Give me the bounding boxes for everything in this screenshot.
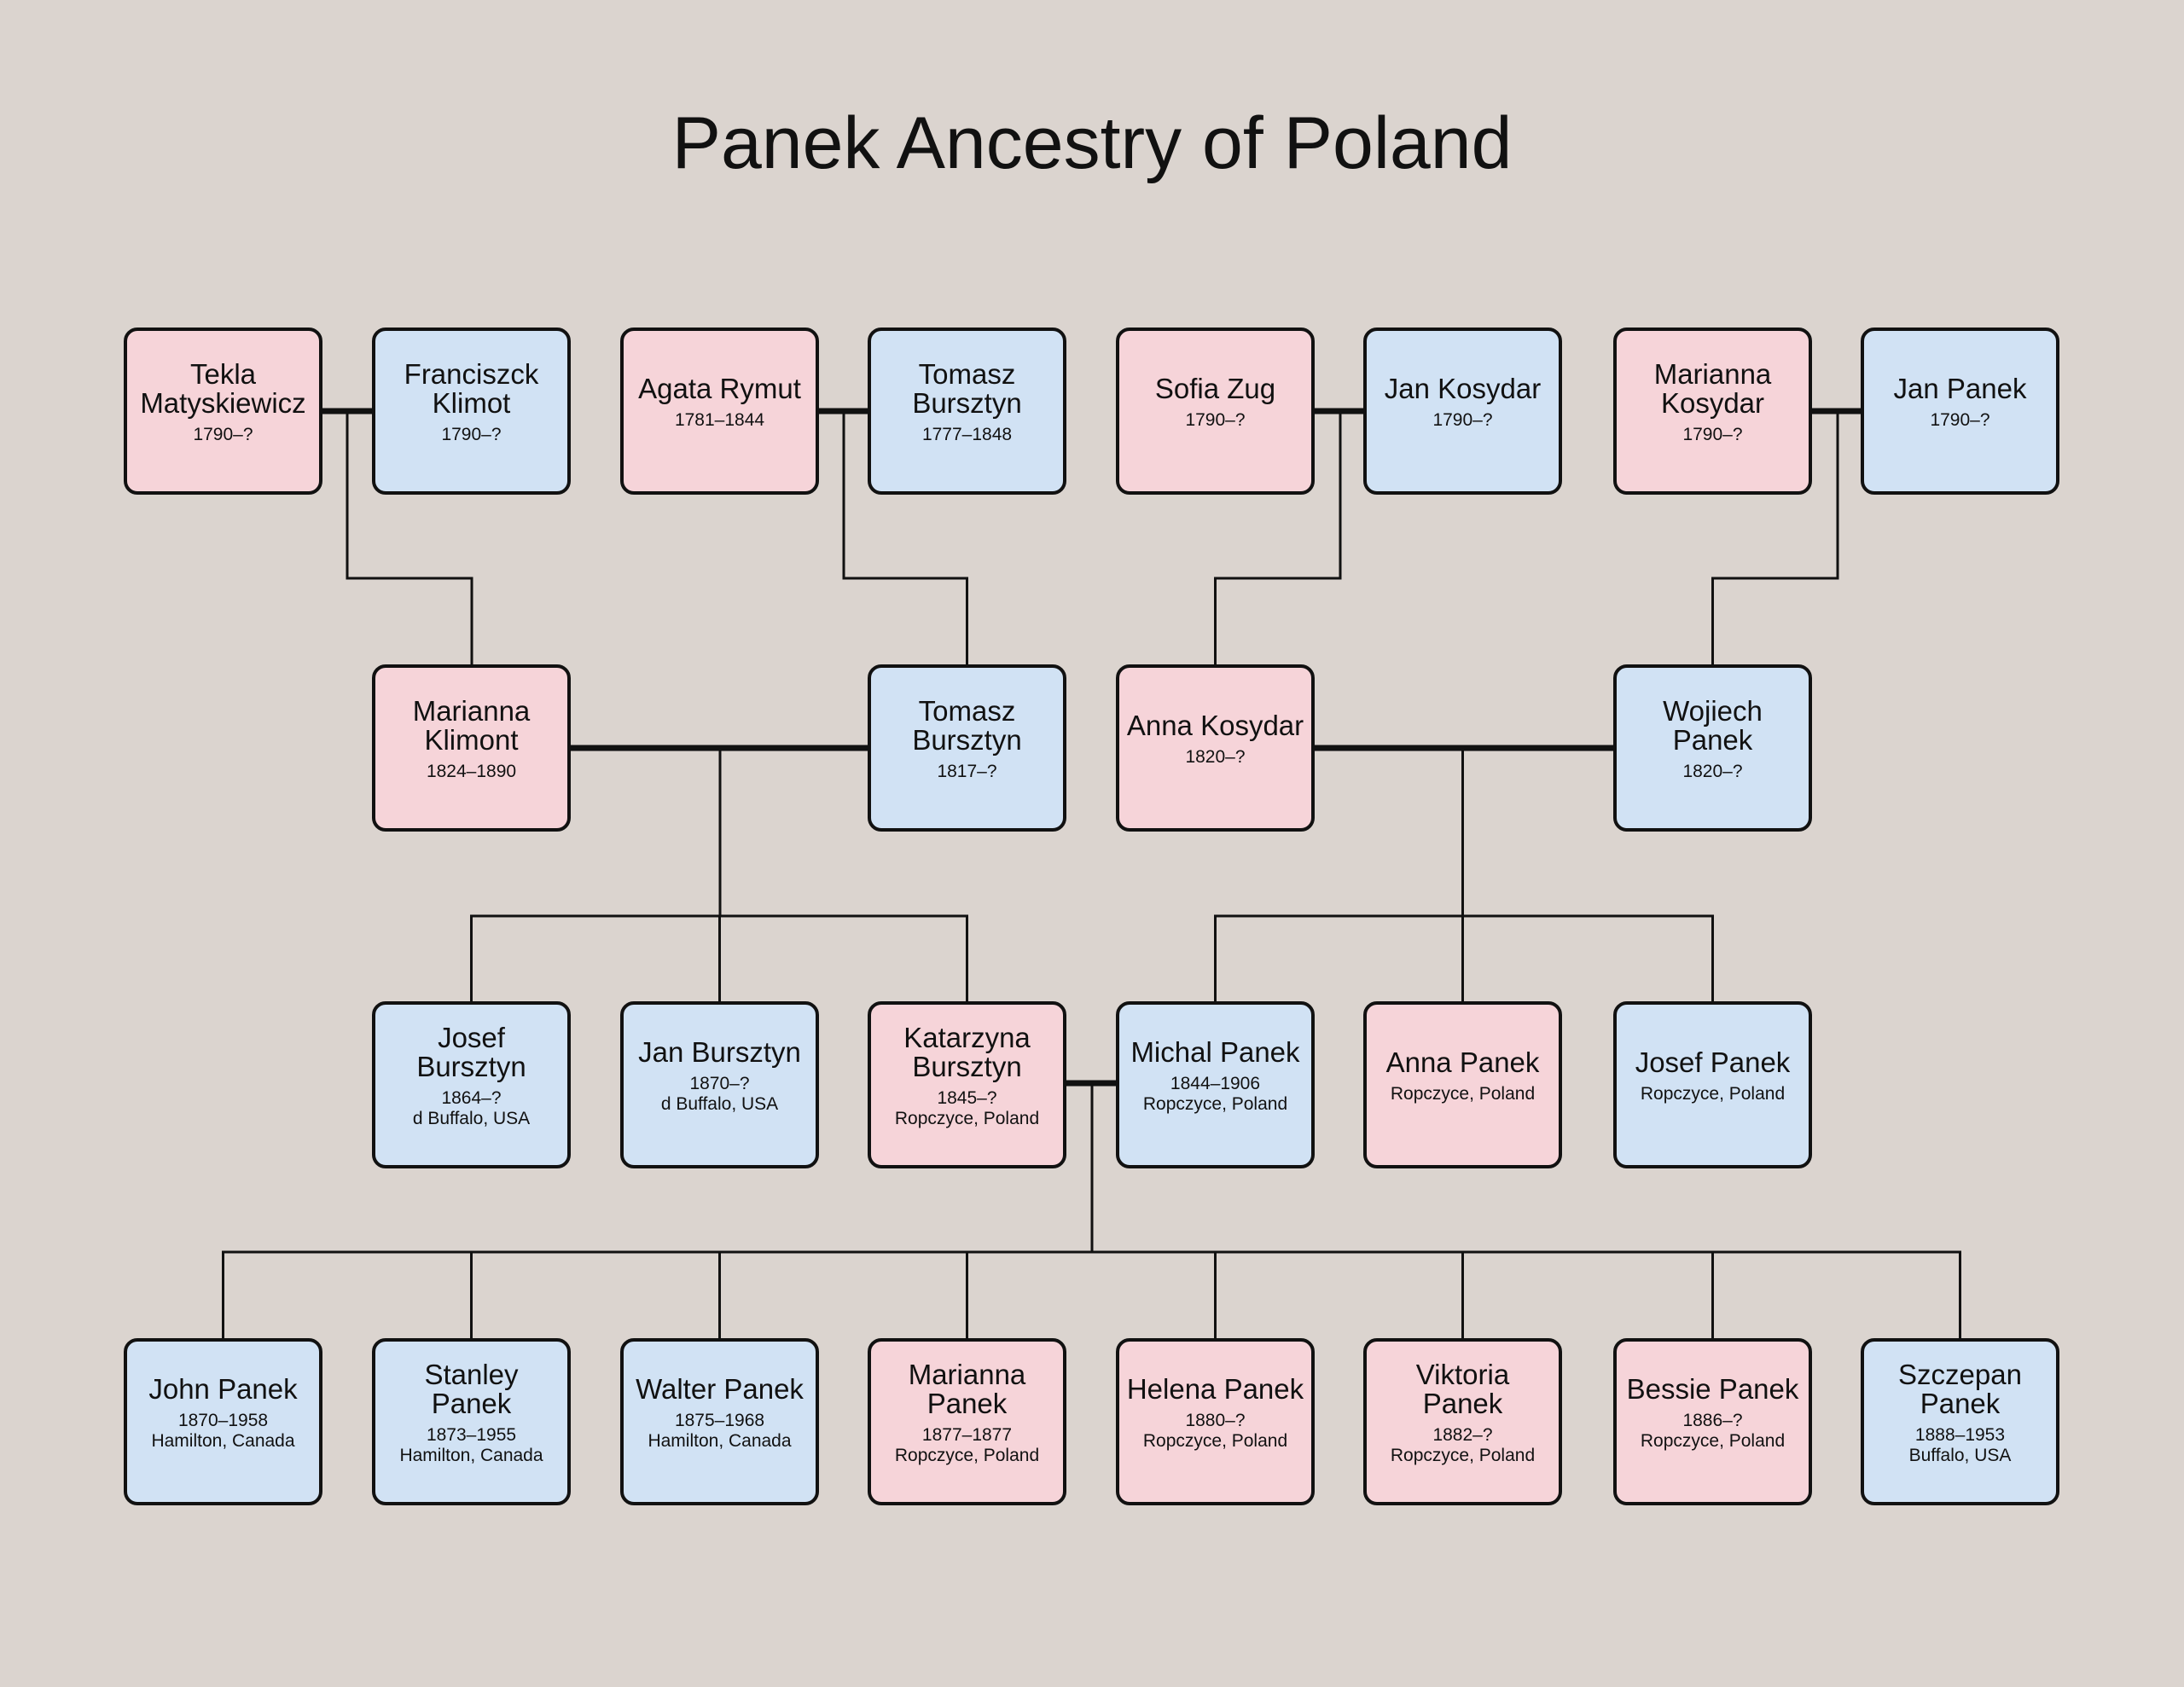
person-details: 1817–?	[937, 762, 997, 781]
person-name: Szczepan Panek	[1898, 1359, 2022, 1419]
person-card[interactable]: Marianna Panek 1877–1877 Ropczyce, Poland	[868, 1338, 1066, 1505]
person-details: 1877–1877 Ropczyce, Poland	[894, 1425, 1040, 1465]
person-name: Tomasz Bursztyn	[912, 358, 1022, 419]
person-details: 1870–1958 Hamilton, Canada	[151, 1411, 295, 1451]
person-card[interactable]: Sofia Zug 1790–?	[1116, 328, 1315, 495]
person-card[interactable]: Jan Bursztyn 1870–? d Buffalo, USA	[620, 1001, 819, 1168]
person-details: 1820–?	[1682, 762, 1743, 781]
descent-line	[346, 411, 473, 664]
descent-line	[1711, 411, 1839, 664]
person-details: 1790–?	[1185, 410, 1246, 430]
person-name: Tekla Matyskiewicz	[140, 358, 306, 419]
person-name: Josef Bursztyn	[416, 1022, 526, 1082]
person-card[interactable]: Szczepan Panek 1888–1953 Buffalo, USA	[1861, 1338, 2059, 1505]
person-details: 1845–? Ropczyce, Poland	[894, 1088, 1040, 1128]
person-name: Katarzyna Bursztyn	[903, 1022, 1031, 1082]
person-details: 1790–?	[1682, 425, 1743, 444]
person-card[interactable]: Viktoria Panek 1882–? Ropczyce, Poland	[1363, 1338, 1562, 1505]
person-name: Marianna Klimont	[412, 695, 531, 756]
person-details: 1886–? Ropczyce, Poland	[1640, 1411, 1786, 1451]
person-name: Walter Panek	[636, 1373, 804, 1405]
person-name: Sofia Zug	[1154, 373, 1276, 404]
person-card[interactable]: Bessie Panek 1886–? Ropczyce, Poland	[1613, 1338, 1812, 1505]
sibling-line	[222, 1250, 1961, 1338]
person-details: 1790–?	[1432, 410, 1493, 430]
person-name: Viktoria Panek	[1415, 1359, 1510, 1419]
person-card[interactable]: Josef Bursztyn 1864–? d Buffalo, USA	[372, 1001, 571, 1168]
person-name: Stanley Panek	[424, 1359, 519, 1419]
person-details: 1875–1968 Hamilton, Canada	[648, 1411, 792, 1451]
person-card[interactable]: Jan Kosydar 1790–?	[1363, 328, 1562, 495]
person-name: Marianna Panek	[908, 1359, 1026, 1419]
person-name: Jan Bursztyn	[638, 1036, 801, 1068]
page-title: Panek Ancestry of Poland	[671, 102, 1513, 184]
person-details: 1790–?	[1930, 410, 1990, 430]
person-details: Ropczyce, Poland	[1390, 1084, 1536, 1104]
descent-line	[842, 411, 968, 664]
person-card[interactable]: Tomasz Bursztyn 1817–?	[868, 664, 1066, 832]
descent-line	[1214, 411, 1342, 664]
person-name: Anna Panek	[1385, 1046, 1540, 1078]
person-card[interactable]: Jan Panek 1790–?	[1861, 328, 2059, 495]
person-details: 1844–1906 Ropczyce, Poland	[1142, 1074, 1288, 1114]
person-name: Agata Rymut	[638, 373, 801, 404]
person-details: 1790–?	[441, 425, 502, 444]
person-card[interactable]: Wojiech Panek 1820–?	[1613, 664, 1812, 832]
person-details: 1824–1890	[426, 762, 517, 781]
person-details: 1777–1848	[921, 425, 1013, 444]
person-name: John Panek	[148, 1373, 298, 1405]
person-name: Wojiech Panek	[1663, 695, 1763, 756]
person-card[interactable]: Tekla Matyskiewicz 1790–?	[124, 328, 322, 495]
person-name: Jan Panek	[1893, 373, 2027, 404]
person-card[interactable]: John Panek 1870–1958 Hamilton, Canada	[124, 1338, 322, 1505]
person-card[interactable]: Marianna Klimont 1824–1890	[372, 664, 571, 832]
person-card[interactable]: Stanley Panek 1873–1955 Hamilton, Canada	[372, 1338, 571, 1505]
person-card[interactable]: Katarzyna Bursztyn 1845–? Ropczyce, Polan…	[868, 1001, 1066, 1168]
person-card[interactable]: Marianna Kosydar 1790–?	[1613, 328, 1812, 495]
person-card[interactable]: Michal Panek 1844–1906 Ropczyce, Poland	[1116, 1001, 1315, 1168]
person-name: Jan Kosydar	[1384, 373, 1542, 404]
person-card[interactable]: Tomasz Bursztyn 1777–1848	[868, 328, 1066, 495]
person-name: Tomasz Bursztyn	[912, 695, 1022, 756]
person-details: 1873–1955 Hamilton, Canada	[399, 1425, 543, 1465]
person-name: Josef Panek	[1635, 1046, 1791, 1078]
person-name: Bessie Panek	[1626, 1373, 1799, 1405]
person-details: Ropczyce, Poland	[1640, 1084, 1786, 1104]
person-name: Franciszck Klimot	[404, 358, 539, 419]
person-details: 1888–1953 Buffalo, USA	[1908, 1425, 2012, 1465]
person-card[interactable]: Anna Kosydar 1820–?	[1116, 664, 1315, 832]
person-card[interactable]: Franciszck Klimot 1790–?	[372, 328, 571, 495]
person-card[interactable]: Agata Rymut 1781–1844	[620, 328, 819, 495]
person-card[interactable]: Helena Panek 1880–? Ropczyce, Poland	[1116, 1338, 1315, 1505]
person-name: Anna Kosydar	[1126, 710, 1304, 741]
person-details: 1820–?	[1185, 747, 1246, 767]
person-details: 1880–? Ropczyce, Poland	[1142, 1411, 1288, 1451]
person-details: 1790–?	[193, 425, 253, 444]
person-details: 1781–1844	[674, 410, 765, 430]
person-name: Helena Panek	[1126, 1373, 1304, 1405]
person-card[interactable]: Walter Panek 1875–1968 Hamilton, Canada	[620, 1338, 819, 1505]
person-details: 1864–? d Buffalo, USA	[412, 1088, 531, 1128]
person-name: Marianna Kosydar	[1653, 358, 1772, 419]
person-name: Michal Panek	[1130, 1036, 1300, 1068]
person-details: 1882–? Ropczyce, Poland	[1390, 1425, 1536, 1465]
person-details: 1870–? d Buffalo, USA	[660, 1074, 779, 1114]
